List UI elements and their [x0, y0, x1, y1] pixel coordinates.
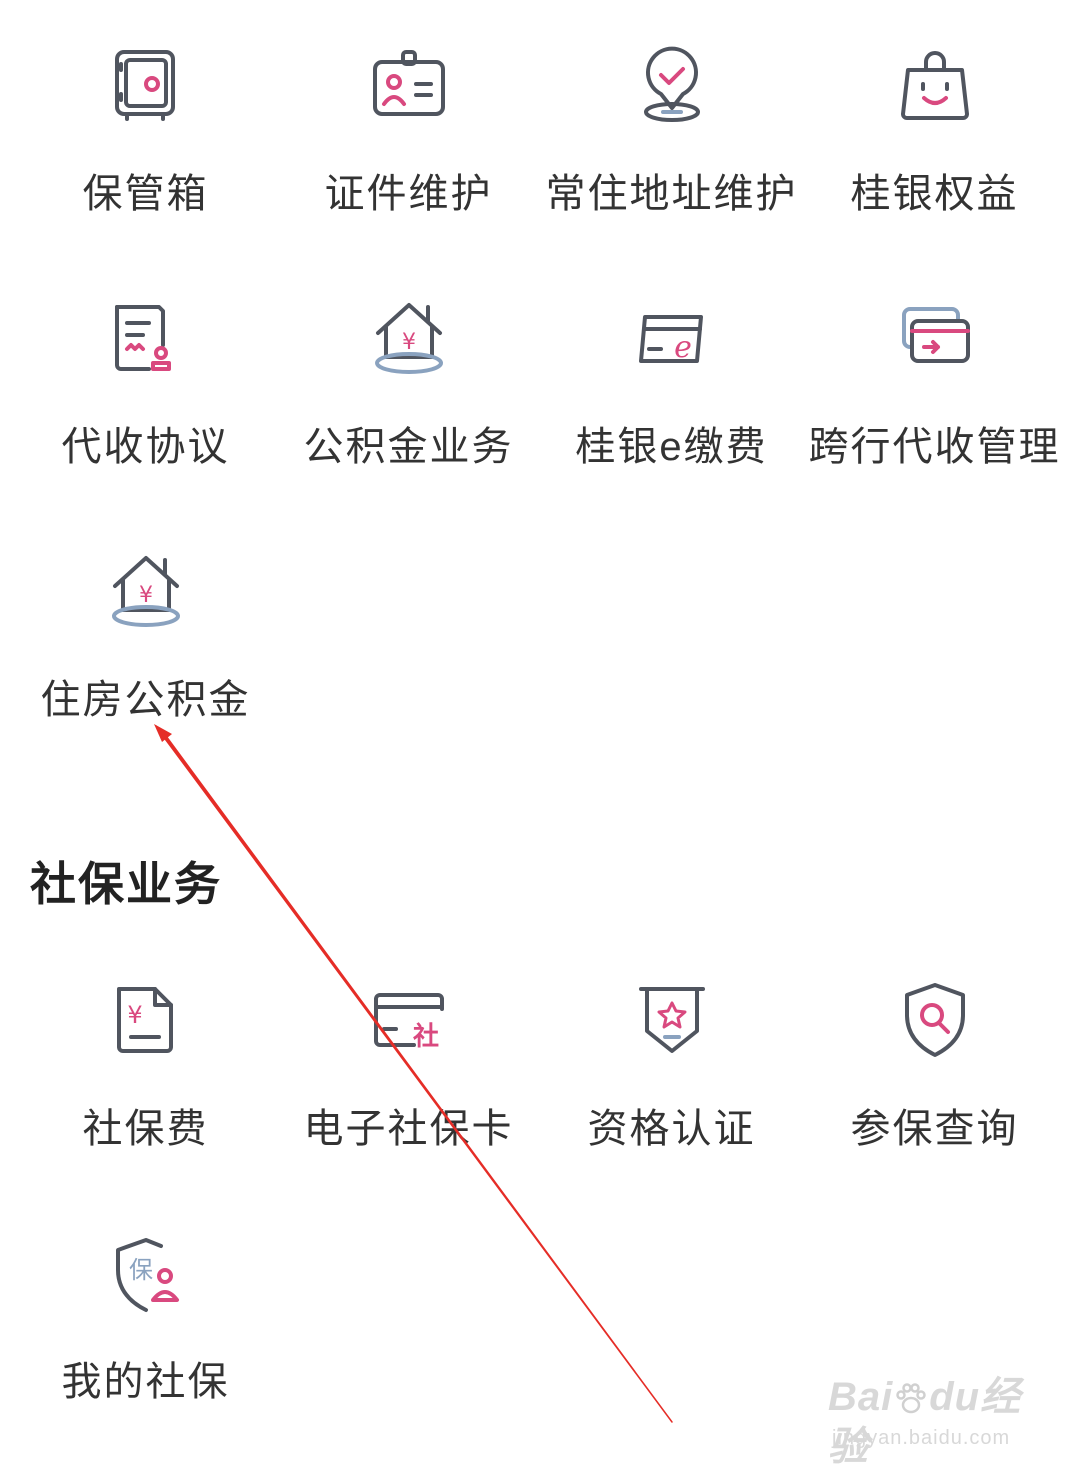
service-label: 常住地址维护 [545, 172, 798, 216]
service-label: 资格认证 [587, 1107, 756, 1151]
social-fee-document-icon: ¥ [101, 975, 191, 1065]
service-address-maintenance[interactable]: 常住地址维护 [540, 30, 803, 283]
my-insurance-shield-icon: 保 [101, 1228, 191, 1318]
service-provident-fund-business[interactable]: ¥ 公积金业务 [277, 283, 540, 536]
paw-logo-icon [896, 1383, 926, 1414]
interbank-card-transfer-icon [890, 293, 980, 383]
safe-box-icon [101, 40, 191, 130]
e-payment-card-icon: e [627, 293, 717, 383]
svg-text:e: e [674, 330, 692, 365]
service-label: 住房公积金 [40, 678, 251, 722]
service-qualification-auth[interactable]: 资格认证 [540, 965, 803, 1218]
svg-text:¥: ¥ [402, 330, 416, 355]
agreement-document-icon [101, 293, 191, 383]
service-label: 桂银e缴费 [575, 425, 768, 469]
service-safe-box[interactable]: 保管箱 [14, 30, 277, 283]
service-label: 证件维护 [324, 172, 493, 216]
svg-text:社: 社 [412, 1021, 438, 1052]
watermark-url: jingyan.baidu.com [832, 1427, 1011, 1449]
service-collection-agreement[interactable]: 代收协议 [14, 283, 277, 536]
service-my-insurance[interactable]: 保 我的社保 [14, 1218, 277, 1471]
svg-text:¥: ¥ [127, 1001, 142, 1029]
house-yuan-icon: ¥ [364, 293, 454, 383]
service-interbank-collection[interactable]: 跨行代收管理 [803, 283, 1066, 536]
social-security-card-icon: 社 [364, 975, 454, 1065]
section-title: 社保业务 [30, 858, 222, 910]
service-e-social-card[interactable]: 社 电子社保卡 [277, 965, 540, 1218]
shopping-bag-icon [890, 40, 980, 130]
service-label: 代收协议 [61, 425, 230, 469]
service-social-fee[interactable]: ¥ 社保费 [14, 965, 277, 1218]
shield-search-icon [890, 975, 980, 1065]
service-label: 公积金业务 [303, 425, 514, 469]
service-id-maintenance[interactable]: 证件维护 [277, 30, 540, 283]
svg-text:¥: ¥ [139, 583, 153, 608]
service-label: 电子社保卡 [303, 1107, 514, 1151]
svg-text:保: 保 [129, 1256, 153, 1284]
service-e-payment[interactable]: e 桂银e缴费 [540, 283, 803, 536]
service-label: 保管箱 [82, 172, 209, 216]
service-rights[interactable]: 桂银权益 [803, 30, 1066, 283]
service-label: 跨行代收管理 [808, 425, 1061, 469]
service-insurance-query[interactable]: 参保查询 [803, 965, 1066, 1218]
service-housing-provident-fund[interactable]: ¥ 住房公积金 [14, 536, 277, 789]
id-badge-icon [364, 40, 454, 130]
house-fund-icon: ¥ [101, 546, 191, 636]
service-label: 桂银权益 [850, 172, 1019, 216]
location-pin-icon [627, 40, 717, 130]
service-label: 我的社保 [61, 1360, 230, 1404]
service-label: 社保费 [82, 1107, 209, 1151]
star-badge-icon [627, 975, 717, 1065]
service-label: 参保查询 [850, 1107, 1019, 1151]
services-grid: 保管箱 证件维护 常住地址维护 [14, 30, 1066, 789]
